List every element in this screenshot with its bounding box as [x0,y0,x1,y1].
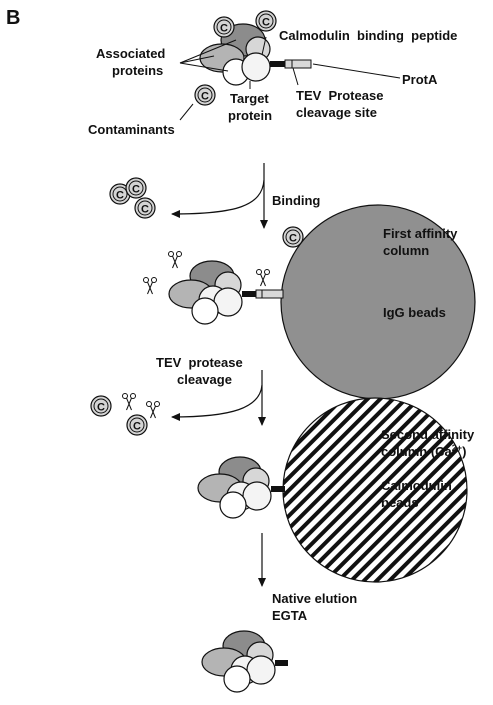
contaminant: C [213,16,235,38]
svg-text:C: C [220,23,228,35]
bound-complex [168,260,284,325]
second-affinity-column-label: Second affinity [381,427,475,442]
target-protein [241,52,271,82]
scissors-icon [143,277,157,295]
purified-complex [201,630,288,693]
calmodulin-bound-complex [197,456,285,519]
svg-text:C: C [116,190,124,202]
tev-cleavage-label: TEV protease [156,355,243,370]
native-elution-label: Native elution [272,591,357,606]
svg-text:C: C [133,421,141,433]
tev-site-label: TEV Protease [296,88,383,103]
first-affinity-column-label-2: column [383,243,429,258]
igg-beads-label: IgG beads [383,305,446,320]
egta-label: EGTA [272,608,308,623]
contaminants-label: Contaminants [88,122,175,137]
tev-site-label-2: cleavage site [296,105,377,120]
calmodulin-binding-peptide-label: Calmodulin binding peptide [279,28,457,43]
scissors-icon [146,401,160,419]
svg-text:C: C [262,17,270,29]
calmodulin-binding-peptide-tag [270,61,285,67]
contaminant: C [194,84,216,106]
first-affinity-column-label: First affinity [383,226,458,241]
calmodulin-beads-label-2: beads [381,495,419,510]
tagged-complex [199,23,312,86]
scissors-icon [256,269,270,287]
cleavage-arrow-side [171,384,263,421]
associated-proteins-label-2: proteins [112,63,163,78]
protA-label: ProtA [402,72,438,87]
svg-text:C: C [97,402,105,414]
contaminant: C [282,226,304,248]
binding-label: Binding [272,193,320,208]
svg-text:C: C [141,204,149,216]
panel-label: B [6,7,20,29]
target-protein-label: Target [230,91,269,106]
tev-cleavage-label-2: cleavage [177,372,232,387]
second-affinity-column-label-2: column (Ca2+) [381,443,466,459]
svg-text:C: C [132,184,140,196]
scissors-icon [168,251,182,269]
contaminant: C [125,177,147,199]
associated-proteins-label: Associated [96,46,165,61]
contaminant: C [134,197,156,219]
contaminant: C [90,395,112,417]
contaminant: C [126,414,148,436]
scissors-icon [122,393,136,411]
leader-lines [179,36,401,121]
protA-tag [284,59,312,69]
target-protein-label-2: protein [228,108,272,123]
contaminant: C [255,10,277,32]
svg-text:C: C [289,233,297,245]
svg-text:C: C [201,91,209,103]
calmodulin-beads-label: Calmodulin [381,478,452,493]
binding-arrow-side [171,179,265,218]
